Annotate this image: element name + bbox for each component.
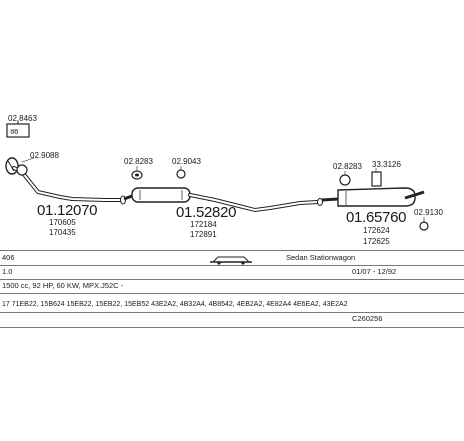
part-1-ref-1: 170605	[49, 218, 76, 227]
table-rule	[0, 293, 464, 294]
vehicle-period: 01/07 - 12/92	[352, 267, 397, 276]
table-rule	[0, 265, 464, 266]
vehicle-engine-size: 1.0	[2, 267, 13, 276]
tail-clamp-icon	[419, 217, 429, 231]
part-3-ref-2: 172625	[363, 237, 390, 246]
svg-text:➿: ➿	[10, 129, 19, 136]
table-rule	[0, 250, 464, 251]
part-1-ref-2: 170435	[49, 228, 76, 237]
gasket-c-icon	[131, 166, 143, 180]
clamp-d-icon	[176, 166, 186, 179]
part-2-ref-2: 172891	[190, 230, 217, 239]
vehicle-model: 406	[2, 253, 15, 262]
vehicle-engine-codes: 17 71EB22, 15B624 15EB22, 15EB22, 15EB52…	[2, 301, 348, 308]
vehicle-engine: 1500 cc, 92 HP, 60 KW, MPX.J52C -	[2, 281, 124, 290]
part-3-code: 01.65760	[346, 209, 407, 226]
reference-number: C260256	[352, 314, 383, 323]
part-d-label: 02.9043	[172, 157, 201, 166]
vehicle-body: Sedan Stationwagon	[286, 253, 356, 262]
part-2-code: 01.52820	[176, 204, 237, 221]
table-rule	[0, 279, 464, 280]
part-3-ref-1: 172624	[363, 226, 390, 235]
clamp-b-icon	[16, 157, 35, 176]
table-rule	[0, 312, 464, 313]
rear-clamp-icon	[339, 171, 351, 186]
part-2-ref-1: 172184	[190, 220, 217, 229]
part-f-label: 33.3126	[372, 160, 401, 169]
middle-silencer-icon	[123, 187, 323, 213]
rubber-mount-icon	[371, 168, 382, 187]
part-a-label: 02.8463	[8, 114, 37, 123]
car-icon	[210, 256, 252, 265]
kit-box-icon: ➿	[6, 121, 30, 138]
part-g-label: 02.9130	[414, 208, 443, 217]
part-c-label: 02.8283	[124, 157, 153, 166]
rear-silencer-icon	[321, 187, 425, 207]
part-1-code: 01.12070	[37, 202, 98, 219]
part-e-label: 02.8283	[333, 162, 362, 171]
part-b-label: 02.9088	[30, 151, 59, 160]
table-rule	[0, 327, 464, 328]
